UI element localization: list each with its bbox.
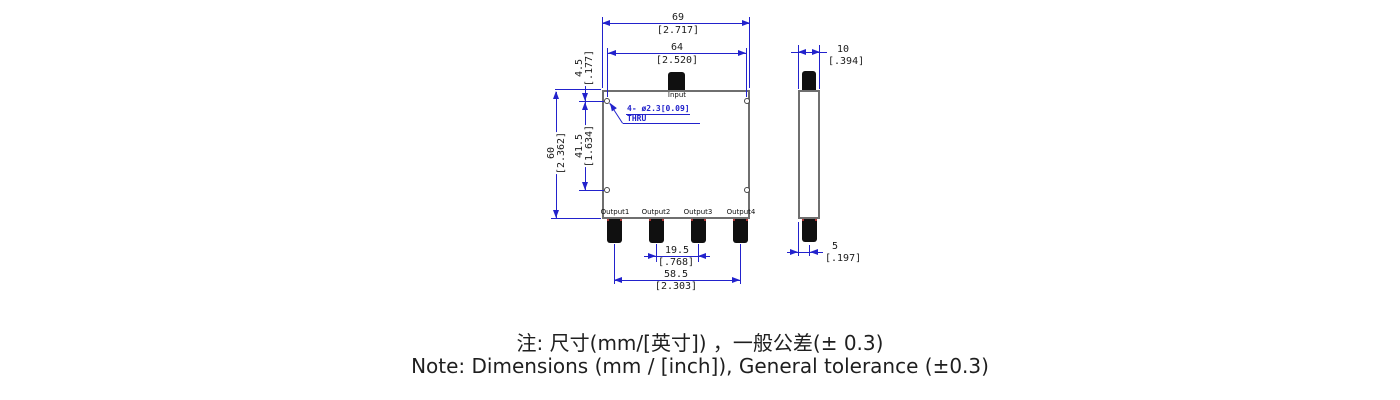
- dim-thickness-mm: 10: [836, 44, 851, 55]
- extension-line: [607, 48, 608, 97]
- output1-connector: [607, 219, 622, 243]
- dim-line: [614, 280, 740, 281]
- notes-block: 注: 尺寸(mm/[英寸]) ，一般公差(± 0.3) Note: Dimens…: [0, 332, 1400, 378]
- extension-line: [555, 89, 601, 90]
- dim-output-span-inch: [2.303]: [653, 281, 699, 292]
- input-connector: [668, 72, 685, 90]
- mounting-hole: [744, 187, 750, 193]
- leader-underline: [626, 114, 690, 115]
- dim-hole-span-v-inch: [1.634]: [584, 124, 595, 168]
- output1-label: Output1: [600, 208, 630, 216]
- dim-height: 60 [2.362]: [546, 131, 567, 175]
- arrow: [698, 253, 706, 259]
- side-output-connector: [802, 219, 817, 242]
- centerline: [740, 244, 741, 284]
- corner-mark: [649, 219, 651, 221]
- centerline: [614, 244, 615, 284]
- dim-line: [791, 52, 827, 53]
- dim-line: [787, 252, 823, 253]
- arrow: [553, 210, 559, 218]
- extension-line: [819, 45, 820, 89]
- dim-connector-offset-inch: [.197]: [824, 253, 863, 264]
- dim-line: [644, 256, 710, 257]
- dim-hole-span-h-mm: 64: [669, 42, 685, 53]
- corner-mark: [607, 219, 609, 221]
- front-view-body: [602, 90, 750, 219]
- dim-hole-offset-top-inch: [.177]: [584, 49, 595, 87]
- arrow: [602, 20, 610, 26]
- dim-thickness-inch: [.394]: [827, 56, 866, 67]
- leader-underline: [623, 123, 700, 124]
- extension-line: [798, 222, 799, 256]
- extension-line: [579, 101, 604, 102]
- dim-connector-offset-mm: 5: [831, 241, 840, 252]
- input-connector-label: Input: [667, 91, 687, 99]
- side-view-body: [798, 90, 820, 219]
- arrow: [738, 50, 746, 56]
- mounting-hole: [604, 98, 610, 104]
- extension-line: [579, 190, 604, 191]
- extension-line: [749, 17, 750, 88]
- arrow: [582, 102, 588, 110]
- note-english: Note: Dimensions (mm / [inch]), General …: [411, 354, 989, 378]
- extension-line: [746, 48, 747, 97]
- hole-callout-line1: 4- ø2.3[0.09]: [627, 104, 690, 113]
- dim-line: [602, 23, 750, 24]
- corner-mark: [746, 219, 748, 221]
- arrow: [582, 182, 588, 190]
- arrow: [742, 20, 750, 26]
- dim-height-inch: [2.362]: [556, 131, 567, 175]
- arrow: [790, 249, 798, 255]
- extension-line: [798, 45, 799, 89]
- corner-mark: [802, 219, 804, 221]
- arrow: [798, 49, 806, 55]
- dim-output-pitch-inch: [.768]: [656, 257, 696, 268]
- arrow: [732, 277, 740, 283]
- arrow: [614, 277, 622, 283]
- extension-line: [602, 17, 603, 88]
- dim-hole-span-h-inch: [2.520]: [654, 55, 700, 66]
- dim-hole-offset-top: 4.5 [.177]: [574, 49, 595, 87]
- output2-connector: [649, 219, 664, 243]
- side-input-connector: [802, 71, 816, 90]
- dim-hole-span-v: 41.5 [1.634]: [574, 124, 595, 168]
- corner-mark: [662, 219, 664, 221]
- corner-mark: [691, 219, 693, 221]
- dim-width-mm: 69: [670, 12, 686, 23]
- mounting-hole: [744, 98, 750, 104]
- corner-mark: [733, 219, 735, 221]
- corner-mark: [704, 219, 706, 221]
- arrow: [582, 93, 588, 101]
- note-chinese: 注: 尺寸(mm/[英寸]) ，一般公差(± 0.3): [516, 331, 884, 355]
- dim-output-pitch-mm: 19.5: [663, 245, 691, 256]
- dim-line: [608, 53, 746, 54]
- centerline: [656, 244, 657, 262]
- arrow: [648, 253, 656, 259]
- centerline: [809, 245, 810, 256]
- dim-width-inch: [2.717]: [655, 25, 701, 36]
- output2-label: Output2: [641, 208, 671, 216]
- output4-label: Output4: [726, 208, 756, 216]
- output3-connector: [691, 219, 706, 243]
- hole-callout-line2: THRU: [627, 114, 647, 123]
- arrow: [553, 91, 559, 99]
- mounting-hole: [604, 187, 610, 193]
- output4-connector: [733, 219, 748, 243]
- arrow: [608, 50, 616, 56]
- corner-mark: [815, 219, 817, 221]
- arrow: [810, 249, 818, 255]
- arrow: [812, 49, 820, 55]
- corner-mark: [620, 219, 622, 221]
- dim-output-span-mm: 58.5: [662, 269, 690, 280]
- extension-line: [551, 218, 601, 219]
- output3-label: Output3: [683, 208, 713, 216]
